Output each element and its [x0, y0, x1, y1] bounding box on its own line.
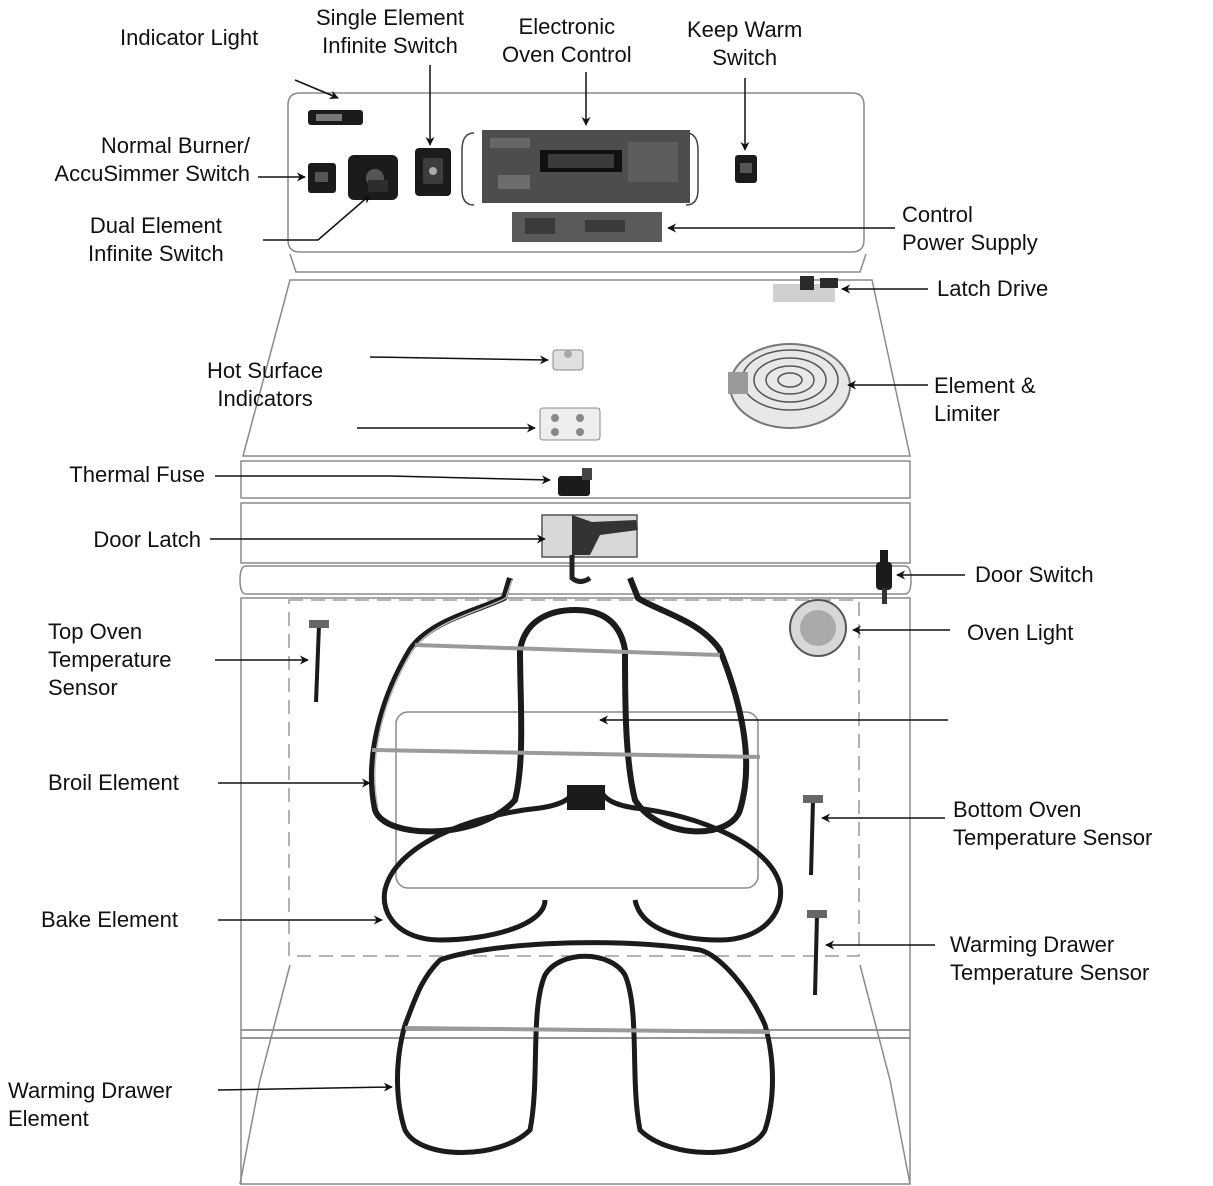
label-single-element-switch-line-1: Single Element — [316, 4, 464, 32]
label-hot-surface-indicators-line-2: Indicators — [207, 385, 323, 413]
label-door-latch-line-1: Door Latch — [93, 526, 201, 554]
label-element-limiter: Element & Limiter — [934, 372, 1036, 428]
label-door-switch: Door Switch — [975, 561, 1094, 589]
warming-drawer — [241, 1038, 910, 1184]
label-thermal-fuse-line-1: Thermal Fuse — [69, 461, 205, 489]
arrow-hot-surface-top — [370, 357, 548, 360]
single-element-switch-part — [415, 148, 451, 196]
oven-light-part — [790, 600, 846, 656]
control-power-supply-part — [512, 212, 662, 242]
bake-element — [384, 790, 780, 940]
label-normal-burner-switch: Normal Burner/ AccuSimmer Switch — [54, 132, 250, 188]
warming-drawer-element — [398, 943, 773, 1153]
oven-cavity-frame — [241, 598, 910, 1030]
label-door-latch: Door Latch — [93, 526, 201, 554]
label-broil-element-line-1: Broil Element — [48, 769, 179, 797]
label-single-element-switch-line-2: Infinite Switch — [316, 32, 464, 60]
arrow-dual-element — [263, 195, 370, 240]
label-warming-drawer-sensor-line-1: Warming Drawer — [950, 931, 1149, 959]
label-warming-drawer-element-line-1: Warming Drawer — [8, 1077, 172, 1105]
keep-warm-switch-part — [735, 155, 757, 183]
hot-surface-indicator-bottom-part — [540, 408, 600, 440]
label-latch-drive: Latch Drive — [937, 275, 1048, 303]
label-normal-burner-switch-line-1: Normal Burner/ — [54, 132, 250, 160]
label-element-limiter-line-2: Limiter — [934, 400, 1036, 428]
label-top-oven-sensor-line-2: Temperature — [48, 646, 172, 674]
label-broil-element: Broil Element — [48, 769, 179, 797]
label-normal-burner-switch-line-2: AccuSimmer Switch — [54, 160, 250, 188]
door-latch-part — [542, 515, 638, 582]
warming-drawer-sensor-part — [807, 910, 827, 995]
label-warming-drawer-sensor: Warming Drawer Temperature Sensor — [950, 931, 1149, 987]
label-bottom-oven-sensor: Bottom Oven Temperature Sensor — [953, 796, 1152, 852]
label-bake-element: Bake Element — [41, 906, 178, 934]
door-switch-part — [876, 550, 892, 604]
bottom-oven-sensor-part — [803, 795, 823, 875]
arrow-indicator-light — [295, 80, 338, 98]
arrow-warming-drawer-element — [218, 1087, 392, 1090]
label-indicator-light: Indicator Light — [120, 24, 258, 52]
label-indicator-light-line-1: Indicator Light — [120, 24, 258, 52]
label-door-switch-line-1: Door Switch — [975, 561, 1094, 589]
label-hot-surface-indicators-line-1: Hot Surface — [207, 357, 323, 385]
dual-element-switch-part — [348, 155, 398, 200]
label-element-limiter-line-1: Element & — [934, 372, 1036, 400]
label-control-power-supply-line-1: Control — [902, 201, 1038, 229]
arrow-thermal-fuse — [215, 476, 550, 480]
top-oven-sensor-part — [309, 620, 329, 702]
label-control-power-supply: Control Power Supply — [902, 201, 1038, 257]
panel-ledge — [290, 254, 866, 272]
label-top-oven-sensor: Top Oven Temperature Sensor — [48, 618, 172, 702]
label-control-power-supply-line-2: Power Supply — [902, 229, 1038, 257]
thermal-fuse-part — [558, 468, 592, 496]
label-dual-element-switch-line-2: Infinite Switch — [88, 240, 224, 268]
drawer-perspective-right — [860, 965, 910, 1184]
label-bake-element-line-1: Bake Element — [41, 906, 178, 934]
label-hot-surface-indicators: Hot Surface Indicators — [207, 357, 323, 413]
label-latch-drive-line-1: Latch Drive — [937, 275, 1048, 303]
bake-element-bracket-part — [567, 785, 605, 810]
label-single-element-switch: Single Element Infinite Switch — [316, 4, 464, 60]
label-thermal-fuse: Thermal Fuse — [69, 461, 205, 489]
label-bottom-oven-sensor-line-1: Bottom Oven — [953, 796, 1152, 824]
label-warming-drawer-element-line-2: Element — [8, 1105, 172, 1133]
label-oven-light-line-1: Oven Light — [967, 619, 1073, 647]
label-keep-warm-switch: Keep Warm Switch — [687, 16, 802, 72]
normal-burner-switch-part — [308, 163, 336, 193]
label-electronic-oven-control-line-2: Oven Control — [502, 41, 632, 69]
label-electronic-oven-control-line-1: Electronic — [502, 13, 632, 41]
electronic-oven-control-part — [482, 130, 690, 203]
label-dual-element-switch: Dual Element Infinite Switch — [88, 212, 224, 268]
drawer-perspective-left — [240, 965, 290, 1184]
hot-surface-indicator-top-part — [553, 350, 583, 370]
label-warming-drawer-sensor-line-2: Temperature Sensor — [950, 959, 1149, 987]
radiant-element-part — [728, 344, 850, 428]
label-top-oven-sensor-line-1: Top Oven — [48, 618, 172, 646]
label-dual-element-switch-line-1: Dual Element — [88, 212, 224, 240]
indicator-light-part — [308, 110, 363, 125]
broil-element — [372, 578, 746, 831]
label-warming-drawer-element: Warming Drawer Element — [8, 1077, 172, 1133]
label-bottom-oven-sensor-line-2: Temperature Sensor — [953, 824, 1152, 852]
label-keep-warm-switch-line-1: Keep Warm — [687, 16, 802, 44]
label-keep-warm-switch-line-2: Switch — [687, 44, 802, 72]
label-oven-light: Oven Light — [967, 619, 1073, 647]
label-top-oven-sensor-line-3: Sensor — [48, 674, 172, 702]
label-electronic-oven-control: Electronic Oven Control — [502, 13, 632, 69]
